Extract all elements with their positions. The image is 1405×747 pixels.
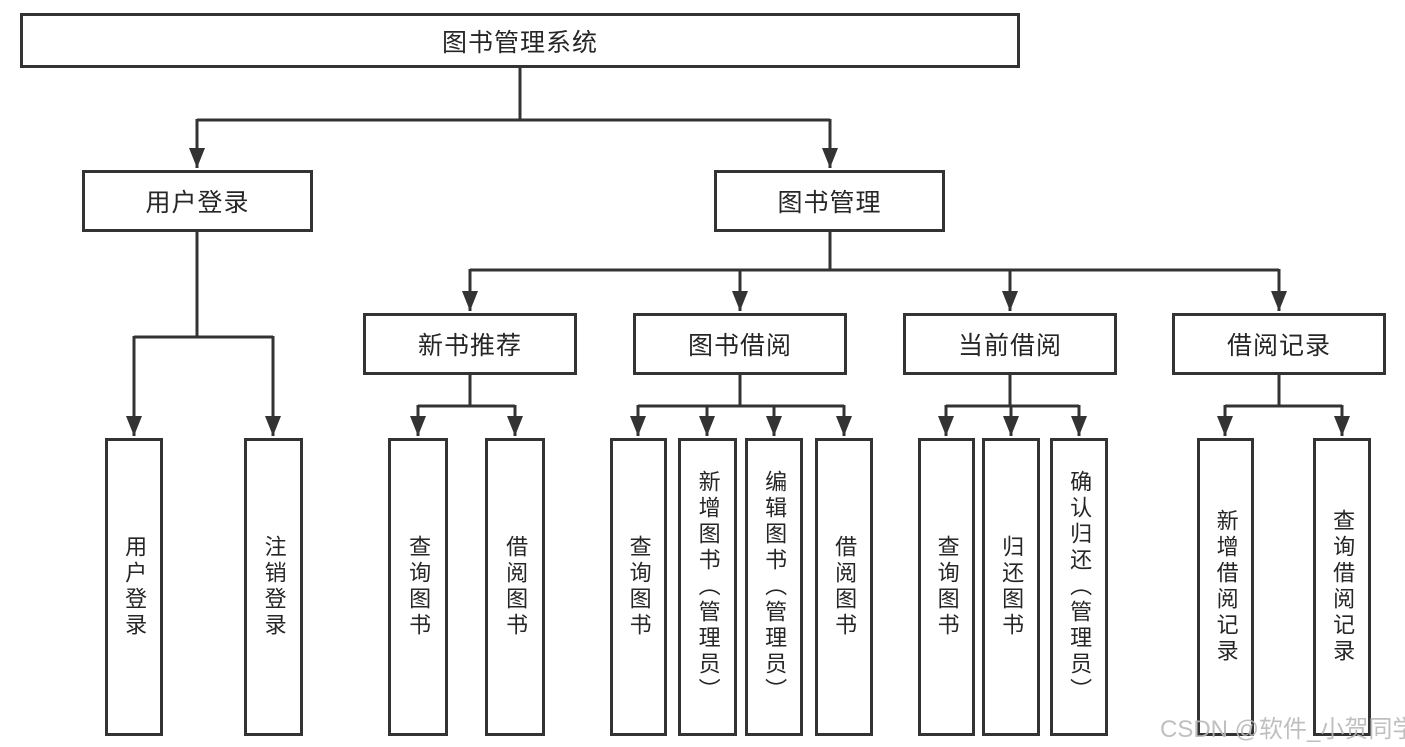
node-label: 借阅记录: [1226, 332, 1331, 360]
spine-borrow-records: [1225, 375, 1342, 408]
node-label: 查询图书: [406, 535, 432, 639]
leaf-return-books: 归还图书: [982, 438, 1040, 736]
node-label: 新增图书（管理员）: [695, 470, 721, 704]
leaf-edit-books-admin: 编辑图书（管理员）: [745, 438, 803, 736]
spine-book-borrow: [638, 375, 844, 408]
leaf-add-borrow-record: 新增借阅记录: [1197, 438, 1254, 736]
node-label: 查询图书: [934, 535, 960, 639]
node-borrow-records: 借阅记录: [1172, 313, 1386, 375]
leaf-query-books-current: 查询图书: [918, 438, 975, 736]
node-new-book-recommend: 新书推荐: [363, 313, 577, 375]
node-label: 查询图书: [626, 535, 652, 639]
spine-new-book-recommend: [418, 375, 515, 408]
node-current-borrow: 当前借阅: [903, 313, 1117, 375]
spine-root: [197, 68, 830, 122]
leaf-query-books-borrow: 查询图书: [610, 438, 667, 736]
leaf-borrow-books-recommend: 借阅图书: [485, 438, 545, 736]
node-label: 用户登录: [122, 535, 148, 639]
node-label: 用户登录: [145, 189, 250, 217]
node-label: 注销登录: [261, 535, 287, 639]
node-book-borrow: 图书借阅: [633, 313, 847, 375]
node-label: 借阅图书: [503, 535, 529, 639]
node-label: 图书借阅: [687, 332, 792, 360]
node-book-management: 图书管理: [714, 170, 945, 232]
leaf-borrow-books: 借阅图书: [815, 438, 873, 736]
spine-book-management: [470, 232, 1279, 272]
node-label: 确认归还（管理员）: [1067, 470, 1093, 704]
node-label: 借阅图书: [832, 535, 858, 639]
node-label: 当前借阅: [957, 332, 1062, 360]
node-label: 新增借阅记录: [1213, 509, 1239, 665]
node-label: 图书管理: [777, 189, 882, 217]
leaf-confirm-return-admin: 确认归还（管理员）: [1050, 438, 1108, 736]
node-user-login: 用户登录: [82, 170, 313, 232]
leaf-query-borrow-record: 查询借阅记录: [1313, 438, 1371, 736]
node-library-management-system: 图书管理系统: [20, 13, 1020, 68]
leaf-add-books-admin: 新增图书（管理员）: [678, 438, 737, 736]
node-label: 新书推荐: [417, 332, 522, 360]
leaf-query-books-recommend: 查询图书: [388, 438, 448, 736]
spine-current-borrow: [946, 375, 1079, 408]
leaf-user-login: 用户登录: [105, 438, 163, 736]
leaf-logout: 注销登录: [244, 438, 303, 736]
node-label: 归还图书: [999, 535, 1025, 639]
node-label: 编辑图书（管理员）: [762, 470, 788, 704]
node-label: 查询借阅记录: [1330, 509, 1356, 665]
node-label: 图书管理系统: [441, 28, 598, 57]
spine-user-login: [134, 232, 273, 339]
